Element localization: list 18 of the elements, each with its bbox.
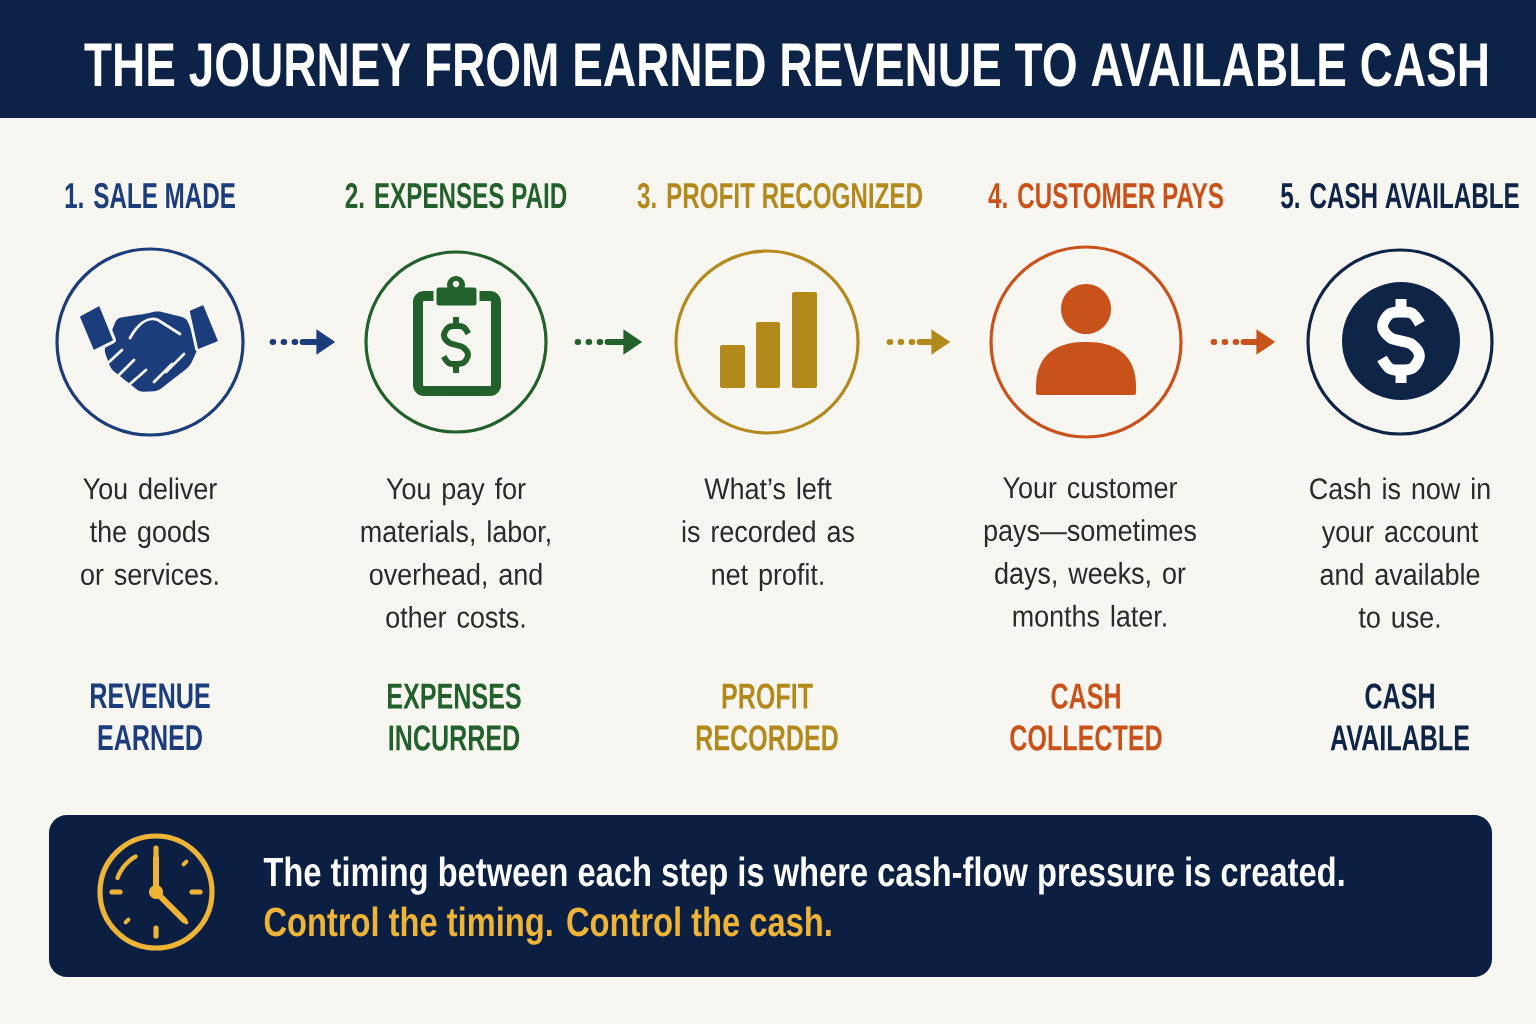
title-bar: THE JOURNEY FROM EARNED REVENUE TO AVAILABLE CASH xyxy=(0,0,1536,118)
banner-text: Control the timing. Control the cash. xyxy=(264,906,831,945)
step-heading: 1. SALE MADE xyxy=(65,182,235,209)
outcome-label: CASH COLLECTED xyxy=(1010,683,1162,751)
step-heading: 5. CASH AVAILABLE xyxy=(1281,182,1519,209)
step-heading: 2. EXPENSES PAID xyxy=(345,182,567,209)
outcome-label: REVENUE EARNED xyxy=(91,683,210,750)
step-description: Cash is now in your account and available to use. xyxy=(1310,477,1490,628)
outcome-label: PROFIT RECORDED xyxy=(696,683,838,751)
step-heading: 4. CUSTOMER PAYS xyxy=(988,182,1224,209)
step-heading: 3. PROFIT RECOGNIZED xyxy=(637,182,923,209)
step-description: What’s left is recorded as net profit. xyxy=(682,477,854,591)
step-description: You pay for materials, labor, overhead, and other costs. xyxy=(361,477,550,628)
outcome-label: EXPENSES INCURRED xyxy=(388,683,521,751)
banner-text: The timing between each step is where cash-flow pressure is created. xyxy=(263,856,1344,895)
outcome-label: CASH AVAILABLE xyxy=(1330,683,1469,751)
step-description: You deliver the goods or services. xyxy=(81,477,218,586)
step-description: Your customer pays—sometimes days, weeks, or months later. xyxy=(984,477,1196,627)
